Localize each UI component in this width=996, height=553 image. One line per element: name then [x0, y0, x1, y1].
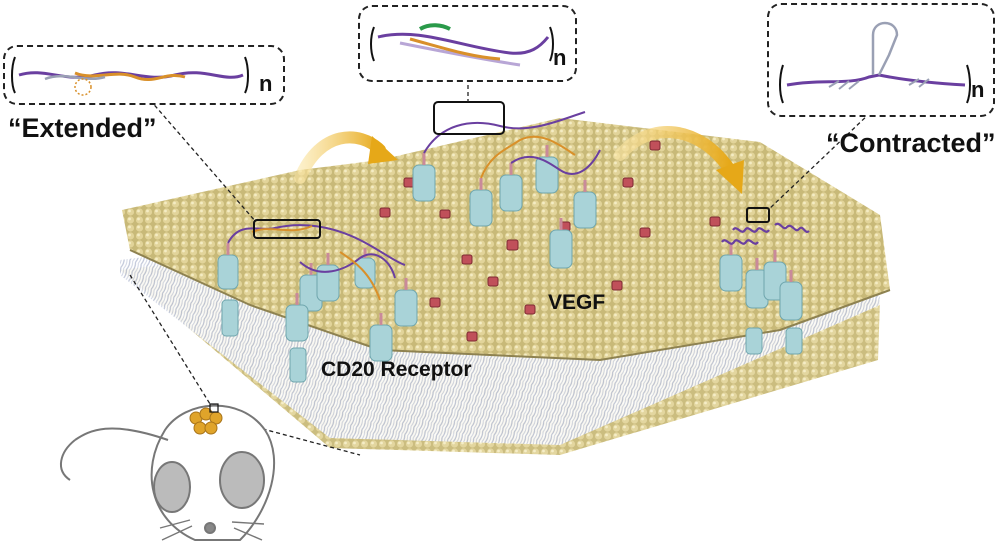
inset-extended: n: [3, 45, 285, 105]
receptor-cluster-right: [719, 254, 803, 355]
curved-arrow-icon: [294, 131, 398, 184]
inset-contracted: n: [767, 3, 995, 117]
vegf-particles: [379, 140, 721, 342]
label-vegf: VEGF: [548, 291, 606, 314]
label-extended: “Extended”: [8, 113, 157, 143]
inset-contracted-drawing: [779, 21, 971, 104]
dna-coils: [721, 222, 810, 245]
repeat-n-contracted: n: [971, 77, 985, 102]
repeat-n-extended: n: [259, 71, 273, 96]
mouse-icon: [60, 404, 276, 541]
highlight-box-middle: [433, 101, 505, 135]
tumor-icon: [189, 403, 223, 435]
curved-arrow-icon: [614, 126, 744, 194]
repeat-n-middle: n: [553, 45, 567, 70]
highlight-box-contracted: [746, 207, 770, 223]
inset-middle: n: [358, 5, 577, 82]
highlight-box-extended: [253, 219, 321, 239]
inset-middle-drawing: [370, 23, 554, 67]
receptor-stalks: [226, 145, 793, 325]
inset-extended-drawing: [11, 56, 249, 96]
label-contracted: “Contracted”: [826, 128, 996, 158]
label-cd20-receptor: CD20 Receptor: [321, 358, 472, 381]
